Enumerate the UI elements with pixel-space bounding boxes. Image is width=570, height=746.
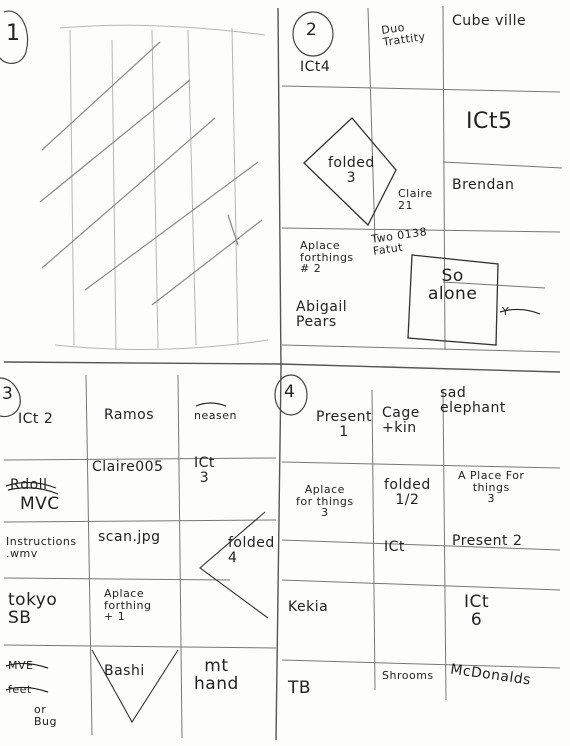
label-mt-hand: mt hand bbox=[194, 656, 239, 694]
label-ict2: ICt 2 bbox=[18, 411, 54, 427]
label-bashi: Bashi bbox=[104, 663, 145, 679]
q1-diagonal-strokes bbox=[39, 41, 263, 306]
label-sad-elephant: sad elephant bbox=[440, 385, 506, 416]
circle-2-outline bbox=[292, 11, 334, 57]
q2-so-alone-square bbox=[407, 254, 499, 346]
label-mvc: MVC bbox=[20, 494, 60, 514]
label-cage: Cage +kin bbox=[382, 405, 420, 436]
q1-faint-lines bbox=[54, 24, 269, 351]
label-instructions: Instructions .wmv bbox=[6, 535, 77, 560]
label-scan: scan.jpg bbox=[98, 529, 161, 545]
label-ict3: ICt 3 bbox=[194, 455, 215, 486]
q2-grid-lines bbox=[281, 5, 563, 353]
label-tokyo: tokyo SB bbox=[8, 590, 58, 628]
label-crossed-tail: Y bbox=[502, 305, 510, 318]
label-present-1: Present 1 bbox=[316, 409, 373, 440]
label-abigail: Abigail Pears bbox=[296, 299, 348, 330]
label-folded-4: folded 4 bbox=[228, 535, 275, 566]
label-so-alone: So alone bbox=[428, 266, 478, 304]
section-number-4: 4 bbox=[284, 382, 296, 402]
label-mve-strike: MVE bbox=[8, 659, 34, 672]
label-feet-strike: feet bbox=[8, 683, 32, 696]
label-shrooms: Shrooms bbox=[382, 669, 434, 682]
circle-4-outline bbox=[274, 374, 308, 416]
label-folded-3: folded 3 bbox=[328, 155, 375, 186]
label-aplace-1: Aplace forthing + 1 bbox=[104, 587, 152, 624]
circle-1-outline bbox=[0, 10, 29, 64]
label-neasen: neasen bbox=[194, 409, 237, 422]
label-mvc-strike: Rdoll bbox=[10, 477, 48, 493]
horizontal-divider-line bbox=[3, 361, 561, 373]
q3-bottom-v bbox=[91, 649, 179, 724]
label-tb: TB bbox=[288, 678, 312, 698]
label-brendan: Brendan bbox=[452, 177, 515, 193]
label-present-2: Present 2 bbox=[452, 533, 523, 549]
q3-grid-lines bbox=[3, 374, 277, 739]
q3-folded-4-triangle bbox=[199, 511, 269, 619]
label-claire005: Claire005 bbox=[92, 459, 164, 475]
label-ramos: Ramos bbox=[104, 407, 154, 423]
section-number-1: 1 bbox=[6, 21, 21, 46]
label-or-bug: or Bug bbox=[34, 703, 58, 728]
strike-scribbles bbox=[5, 308, 541, 693]
section-number-2: 2 bbox=[306, 20, 318, 40]
q2-folded-diamond bbox=[303, 117, 397, 227]
label-claire: Claire 21 bbox=[398, 187, 433, 212]
circle-3-outline bbox=[0, 377, 21, 418]
label-folded-half: folded 1/2 bbox=[384, 477, 431, 508]
label-ict6: ICt 6 bbox=[464, 592, 490, 630]
label-ict4: ICt4 bbox=[300, 59, 331, 75]
label-ict5: ICt5 bbox=[466, 109, 513, 134]
label-kekia: Kekia bbox=[288, 599, 329, 615]
q4-grid-lines bbox=[281, 389, 561, 701]
label-cubeville: Cube ville bbox=[452, 13, 527, 29]
section-number-3: 3 bbox=[2, 384, 14, 404]
label-aplace-3b: A Place For things 3 bbox=[458, 469, 525, 506]
label-aplace-2: Aplace forthings # 2 bbox=[300, 239, 354, 276]
vertical-divider-line bbox=[275, 7, 282, 741]
label-ict: ICt bbox=[384, 539, 405, 555]
label-aplace-3: Aplace for things 3 bbox=[296, 483, 354, 520]
